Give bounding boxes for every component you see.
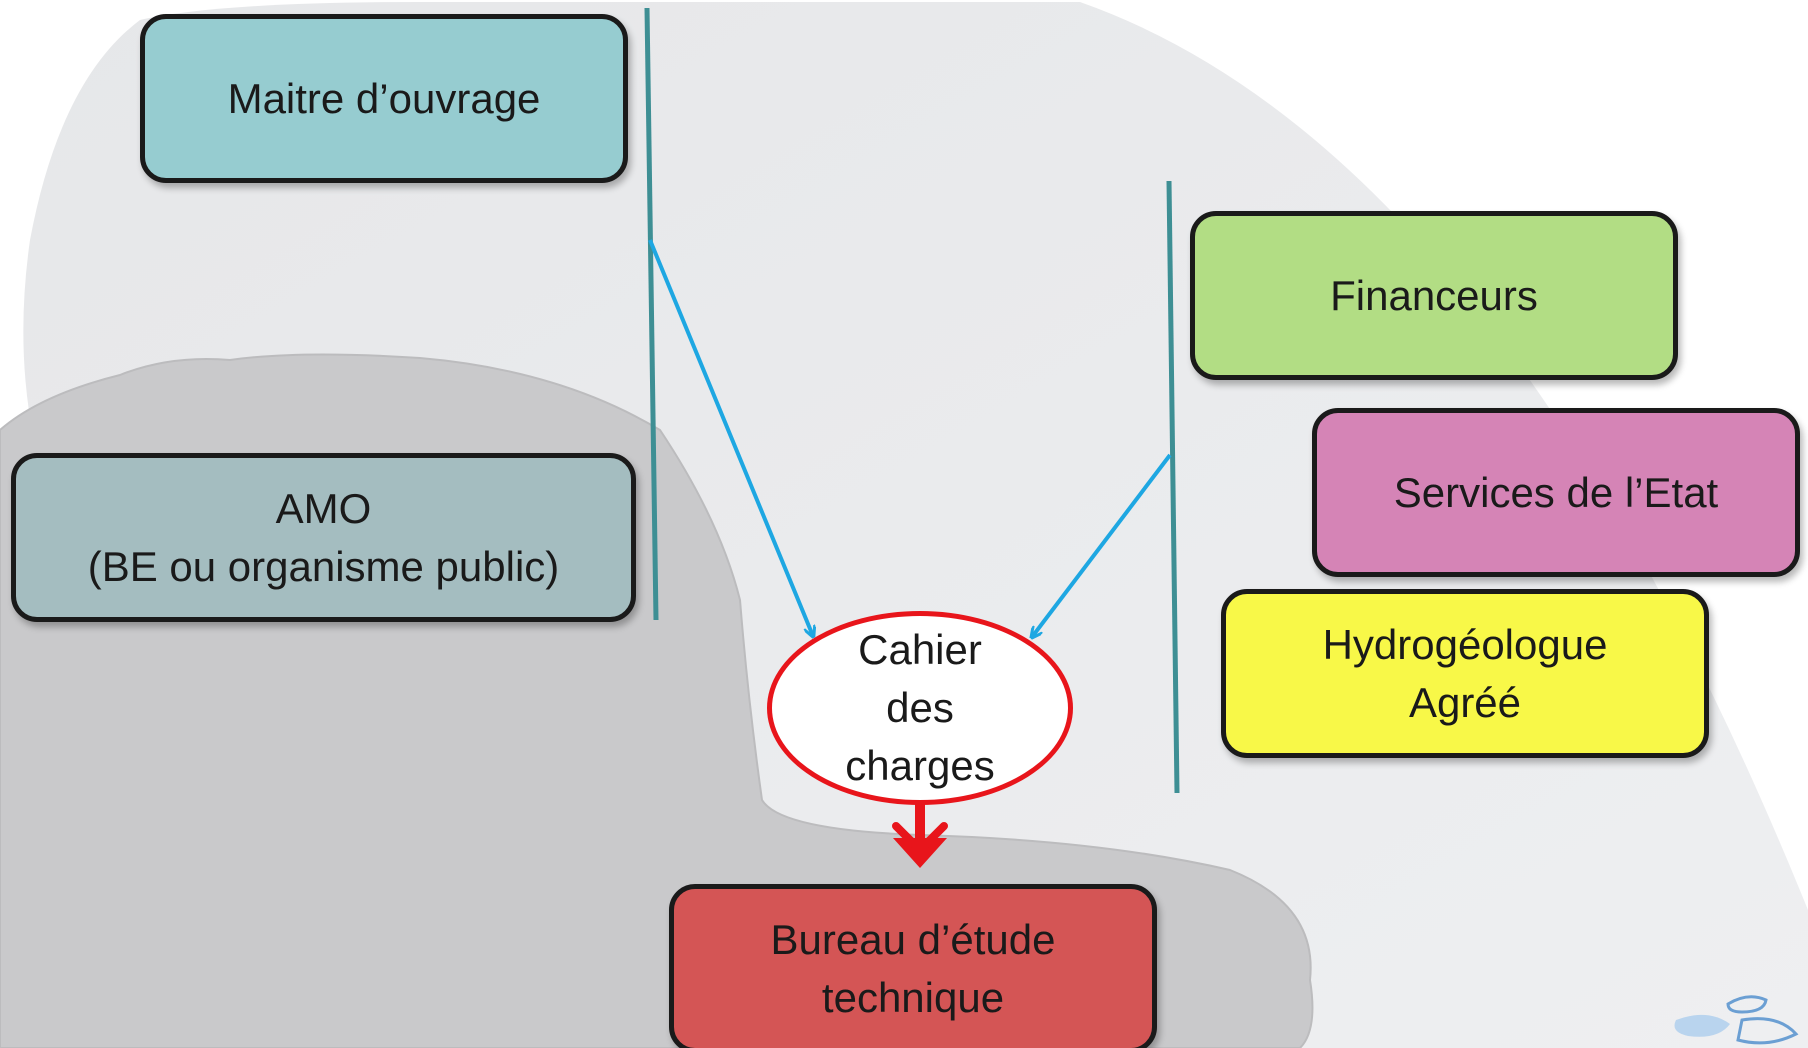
cahier-label-line-3: charges xyxy=(845,742,995,789)
services-etat-label: Services de l’Etat xyxy=(1393,468,1719,516)
financeurs-box: Financeurs xyxy=(1190,211,1678,380)
bureau-etude-sublabel: technique xyxy=(821,973,1005,1021)
maitre-ouvrage-label: Maitre d’ouvrage xyxy=(227,74,541,122)
financeurs-label: Financeurs xyxy=(1330,271,1538,319)
bureau-etude-box: Bureau d’étude technique xyxy=(669,884,1157,1048)
amo-sublabel: (BE ou organisme public) xyxy=(87,542,560,590)
cahier-label-line-1: Cahier xyxy=(858,626,982,673)
hydrogeologue-label: Hydrogéologue xyxy=(1322,620,1608,668)
corner-logo-icon xyxy=(1674,995,1799,1045)
hydrogeologue-box: Hydrogéologue Agréé xyxy=(1221,589,1709,758)
bureau-etude-label: Bureau d’étude xyxy=(770,915,1056,963)
services-etat-box: Services de l’Etat xyxy=(1312,408,1800,577)
hydrogeologue-sublabel: Agréé xyxy=(1408,678,1522,726)
maitre-ouvrage-box: Maitre d’ouvrage xyxy=(140,14,628,183)
amo-label: AMO xyxy=(275,484,372,532)
amo-box: AMO (BE ou organisme public) xyxy=(11,453,636,622)
cahier-des-charges-node: Cahier des charges xyxy=(767,611,1073,805)
cahier-label-line-2: des xyxy=(886,684,954,731)
